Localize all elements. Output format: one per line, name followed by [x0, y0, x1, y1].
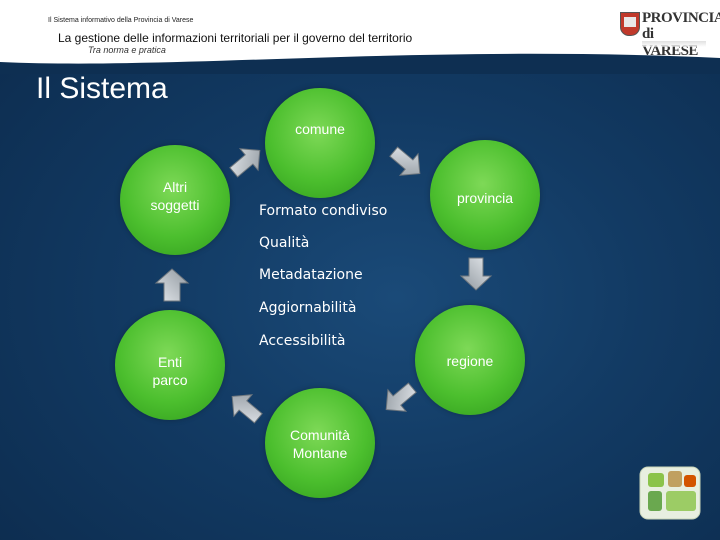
system-label: Il Sistema informativo della Provincia d… [48, 17, 194, 24]
sit-logo-icon [639, 466, 701, 520]
arrow-comunita-enti [231, 394, 263, 424]
node-provincia-label: provincia [456, 190, 514, 206]
arrow-altri-comune [229, 148, 261, 178]
list-item: Formato condiviso [259, 203, 388, 219]
node-regione: regione [415, 305, 525, 415]
list-item: Accessibilità [259, 333, 346, 349]
logo-text-line2: di VARESE [642, 26, 698, 59]
slide-title: Il Sistema [36, 72, 168, 105]
header-wave [0, 53, 720, 74]
arrow-enti-altri [154, 268, 190, 302]
node-enti-line2: parco [152, 372, 188, 388]
node-comunita-line2: Montane [292, 445, 348, 461]
arrow-regione-comunita [385, 382, 417, 412]
node-enti-parco: Enti parco [115, 310, 225, 420]
node-provincia: provincia [430, 140, 540, 250]
node-regione-label: regione [446, 353, 494, 369]
arrow-provincia-regione [459, 257, 493, 291]
provincia-logo: PROVINCIA di VARESE [616, 10, 720, 59]
node-comune: comune [265, 88, 375, 198]
list-item: Aggiornabilità [259, 300, 357, 316]
node-altri-line2: soggetti [150, 197, 200, 213]
node-altri-line1: Altri [162, 179, 188, 195]
node-comunita-montane: Comunità Montane [265, 388, 375, 498]
header-subtitle: Tra norma e pratica [88, 45, 166, 55]
header-title: La gestione delle informazioni territori… [58, 31, 413, 45]
logo-reflection [642, 41, 706, 47]
crest-icon [620, 12, 640, 36]
node-comune-label: comune [295, 121, 345, 137]
logo-text-line1: PROVINCIA [642, 10, 720, 26]
list-item: Metadatazione [259, 267, 363, 283]
arrow-comune-provincia [389, 146, 421, 176]
node-altri-soggetti: Altri soggetti [120, 145, 230, 255]
header-band: Il Sistema informativo della Provincia d… [0, 0, 720, 74]
node-enti-line1: Enti [157, 354, 183, 370]
list-item: Qualità [259, 235, 310, 251]
node-comunita-line1: Comunità [290, 427, 350, 443]
